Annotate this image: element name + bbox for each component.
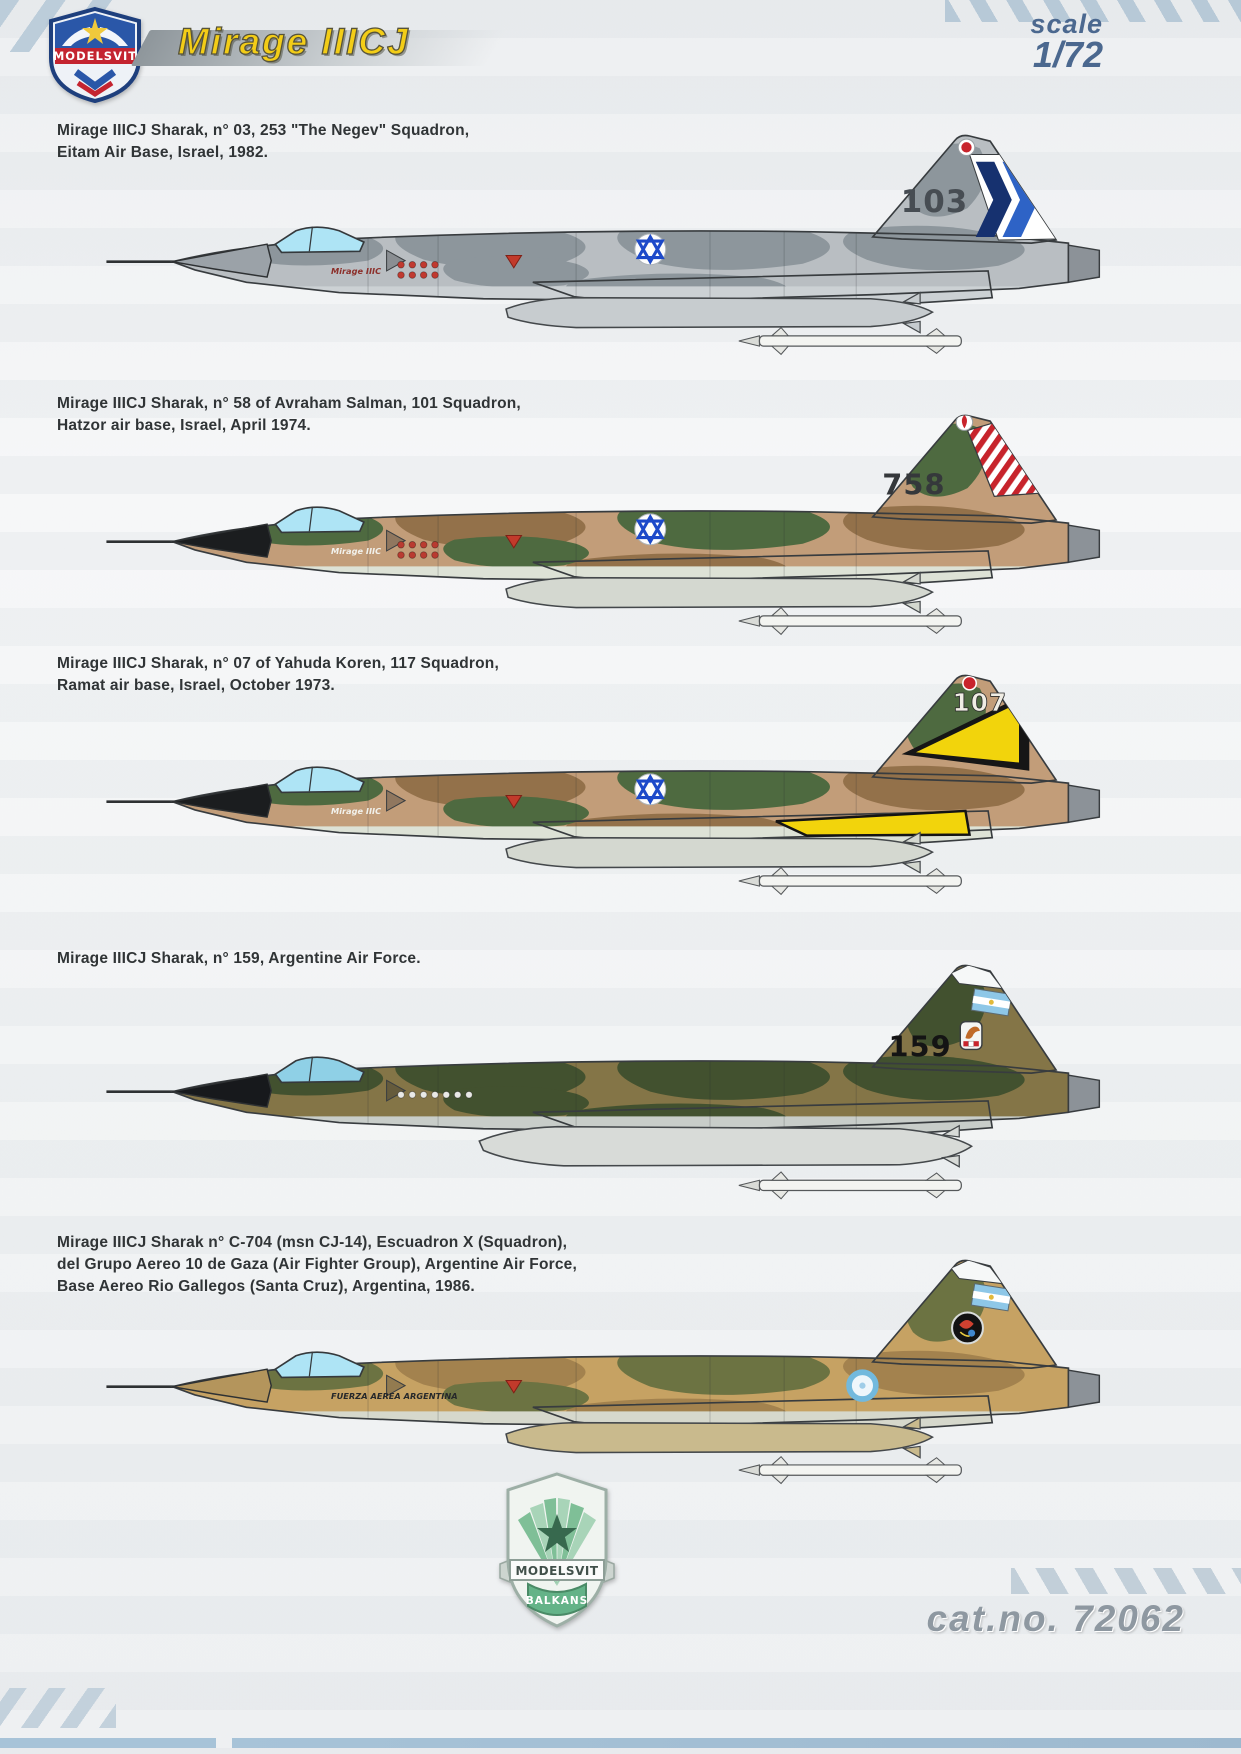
corner-stripes-bottom-right [1011,1568,1241,1594]
argentina-flag [970,1283,1012,1312]
fuel-tank [505,831,935,874]
canopy [274,226,366,254]
nose-script: Mirage IIIC [331,546,381,556]
nose-script: FUERZA AEREA ARGENTINA [331,1391,458,1401]
aircraft-caption: Mirage IIICJ Sharak, n° 07 of Yahuda Kor… [57,655,499,694]
tail-number: 758 [882,467,945,501]
warning-triangle [505,1379,523,1394]
aircraft-profile: Mirage IIIC 103 [106,134,1101,356]
fuselage [172,231,1069,301]
scale-label: scale [1030,9,1103,39]
argentina-flag [970,988,1012,1017]
warning-triangle [505,254,523,269]
tail-number: 107 [953,688,1008,717]
intake-cone [386,1079,407,1102]
tail-number: 159 [888,1030,951,1064]
canopy [274,506,366,534]
bottom-edge-bar-right [232,1738,1241,1748]
wing-right-icon [98,27,128,46]
aircraft-profile: Mirage IIIC 107 [106,674,1101,896]
tail-marking [950,1260,1012,1345]
missile [738,866,962,896]
roundel-israel [634,773,667,806]
tail-marking [901,675,1030,771]
squadron-emblem [951,1311,984,1345]
warning-triangle [505,794,523,809]
missile [738,1455,962,1485]
aircraft-caption: Mirage IIICJ Sharak n° C-704 (msn CJ-14)… [57,1234,578,1295]
mission-marks [397,261,439,279]
nose-script: Mirage IIIC [331,266,381,276]
fuselage [172,511,1069,581]
aircraft-illustration: Mirage IIIC 758 [92,385,1122,653]
exhaust-nozzle [1067,784,1101,824]
aircraft-illustration: Mirage IIIC 107 [92,645,1122,913]
warning-triangle [505,534,523,549]
star-icon [537,1514,577,1552]
catalog-number: cat.no. 72062 [926,1598,1185,1639]
badge-region-text: BALKANS [526,1595,588,1607]
missile [738,326,962,356]
aircraft-caption: Mirage IIICJ Sharak, n° 03, 253 "The Neg… [57,122,470,161]
tail-number: 103 [901,184,969,220]
mission-marks [397,1091,473,1099]
missile [738,1171,962,1200]
exhaust-nozzle [1067,1074,1101,1114]
badge-brand-text: MODELSVIT [515,1564,598,1578]
scale-badge: scale 1/72 [1030,9,1103,75]
modelsvit-balkans-badge: MODELSVIT BALKANS [498,1468,616,1646]
aircraft-profile: Mirage IIIC 758 [106,414,1101,636]
aircraft-caption: Mirage IIICJ Sharak, n° 58 of Avraham Sa… [57,395,521,434]
aircraft-caption: Mirage IIICJ Sharak, n° 159, Argentine A… [57,950,421,967]
aircraft-profile: 159 [106,964,1101,1200]
fuel-tank [478,1124,974,1168]
intake-cone [386,529,407,552]
modelsvit-shield-icon: MODELSVIT [49,6,141,104]
fuel-tank [505,1416,935,1459]
nose-script: Mirage IIIC [331,806,381,816]
aircraft-profile: FUERZA AEREA ARGENTINA [106,1259,1101,1485]
modelsvit-logo: MODELSVIT [44,6,146,104]
nose-cone [172,783,272,818]
fuselage [172,1061,1069,1131]
canopy [274,1351,366,1379]
intake-cone [386,249,407,272]
nose-cone [172,1073,272,1108]
nose-cone [172,243,272,278]
aircraft-illustration: FUERZA AEREA ARGENTINA [92,1230,1122,1498]
canopy [274,1056,366,1084]
page-title: Mirage IIICJ [177,20,410,62]
fuselage [172,1356,1069,1426]
scale-value: 1/72 [1032,33,1103,75]
star-icon [82,18,108,44]
corner-stripes-bottom-left [0,1688,116,1728]
exhaust-nozzle [1067,244,1101,284]
wing-wedge [775,809,972,837]
roundel-argentina [846,1369,879,1402]
tail-marking [950,965,1012,1051]
nose-cone [172,523,272,558]
fuel-tank [505,571,935,614]
roundel-israel [634,513,667,546]
fuel-tank [505,291,935,334]
wing-left-icon [62,27,92,46]
intake-cone [386,789,407,812]
exhaust-nozzle [1067,524,1101,564]
aircraft-illustration: 159 [92,935,1122,1203]
canopy [274,766,366,794]
exhaust-nozzle [1067,1369,1101,1409]
squadron-emblem [959,1020,983,1051]
intake-cone [386,1374,407,1397]
aircraft-illustration: Mirage IIIC 103 [92,105,1122,373]
bottom-edge-bar-left [0,1738,216,1748]
balkans-shield-icon: MODELSVIT BALKANS [499,1472,615,1628]
roundel-israel [634,233,667,266]
missile [738,606,962,636]
tail-marking [957,138,1057,241]
nose-cone [172,1368,272,1403]
mission-marks [397,541,439,559]
brand-text: MODELSVIT [53,49,137,63]
